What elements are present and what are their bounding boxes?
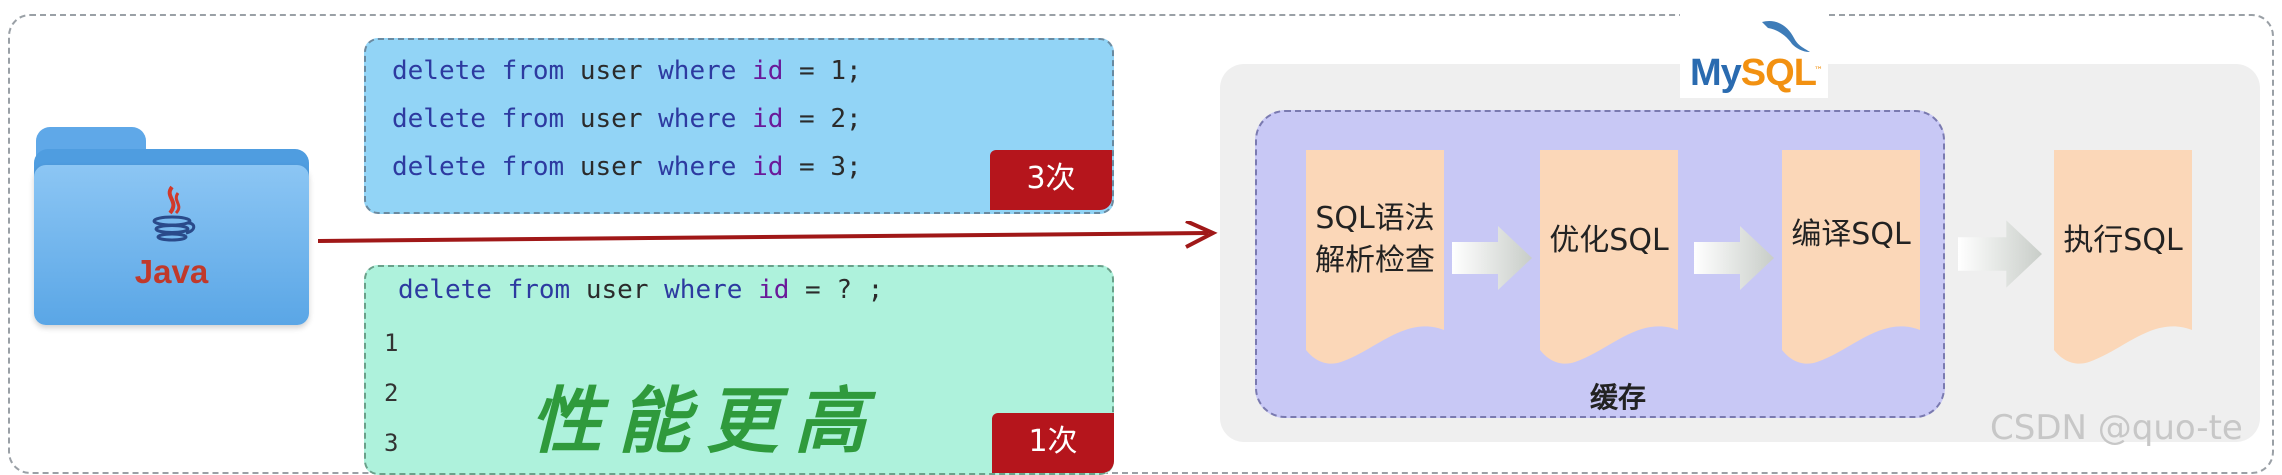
step-arrow-3-icon [1958,220,2042,288]
java-logo: Java [34,185,309,291]
step-compile: 编译SQL [1782,150,1920,364]
statement-line-1: delete from user where id = 1; [392,56,862,86]
coffee-cup-icon [152,185,195,242]
long-right-arrow [318,221,1218,249]
cache-label: 缓存 [1590,381,1647,414]
java-label: Java [134,253,209,290]
step-arrow-2-icon [1694,226,1774,290]
mysql-logo: MySQL ™ [1680,14,1828,98]
dolphin-icon [1762,20,1810,52]
watermark: CSDN @quo-te [1990,408,2243,448]
step-optimize: 优化SQL [1540,150,1678,364]
step-arrow-1-icon [1452,226,1532,290]
plain-statements-box: delete from user where id = 1; delete fr… [364,38,1114,214]
step-execute: 执行SQL [2054,150,2192,364]
line-number-1: 1 [384,329,399,357]
count-badge-3: 3次 [990,150,1112,210]
statement-line-2: delete from user where id = 2; [392,104,862,134]
line-number-2: 2 [384,379,399,407]
statement-line-3: delete from user where id = 3; [392,152,862,182]
performance-text: 性能更高 [530,378,883,463]
line-number-3: 3 [384,429,399,457]
prepared-statement-line: delete from user where id = ? ; [398,275,884,305]
count-badge-1: 1次 [992,413,1114,473]
step-syntax-check: SQL语法 解析检查 [1306,150,1444,364]
java-folder-icon: Java [34,127,309,325]
